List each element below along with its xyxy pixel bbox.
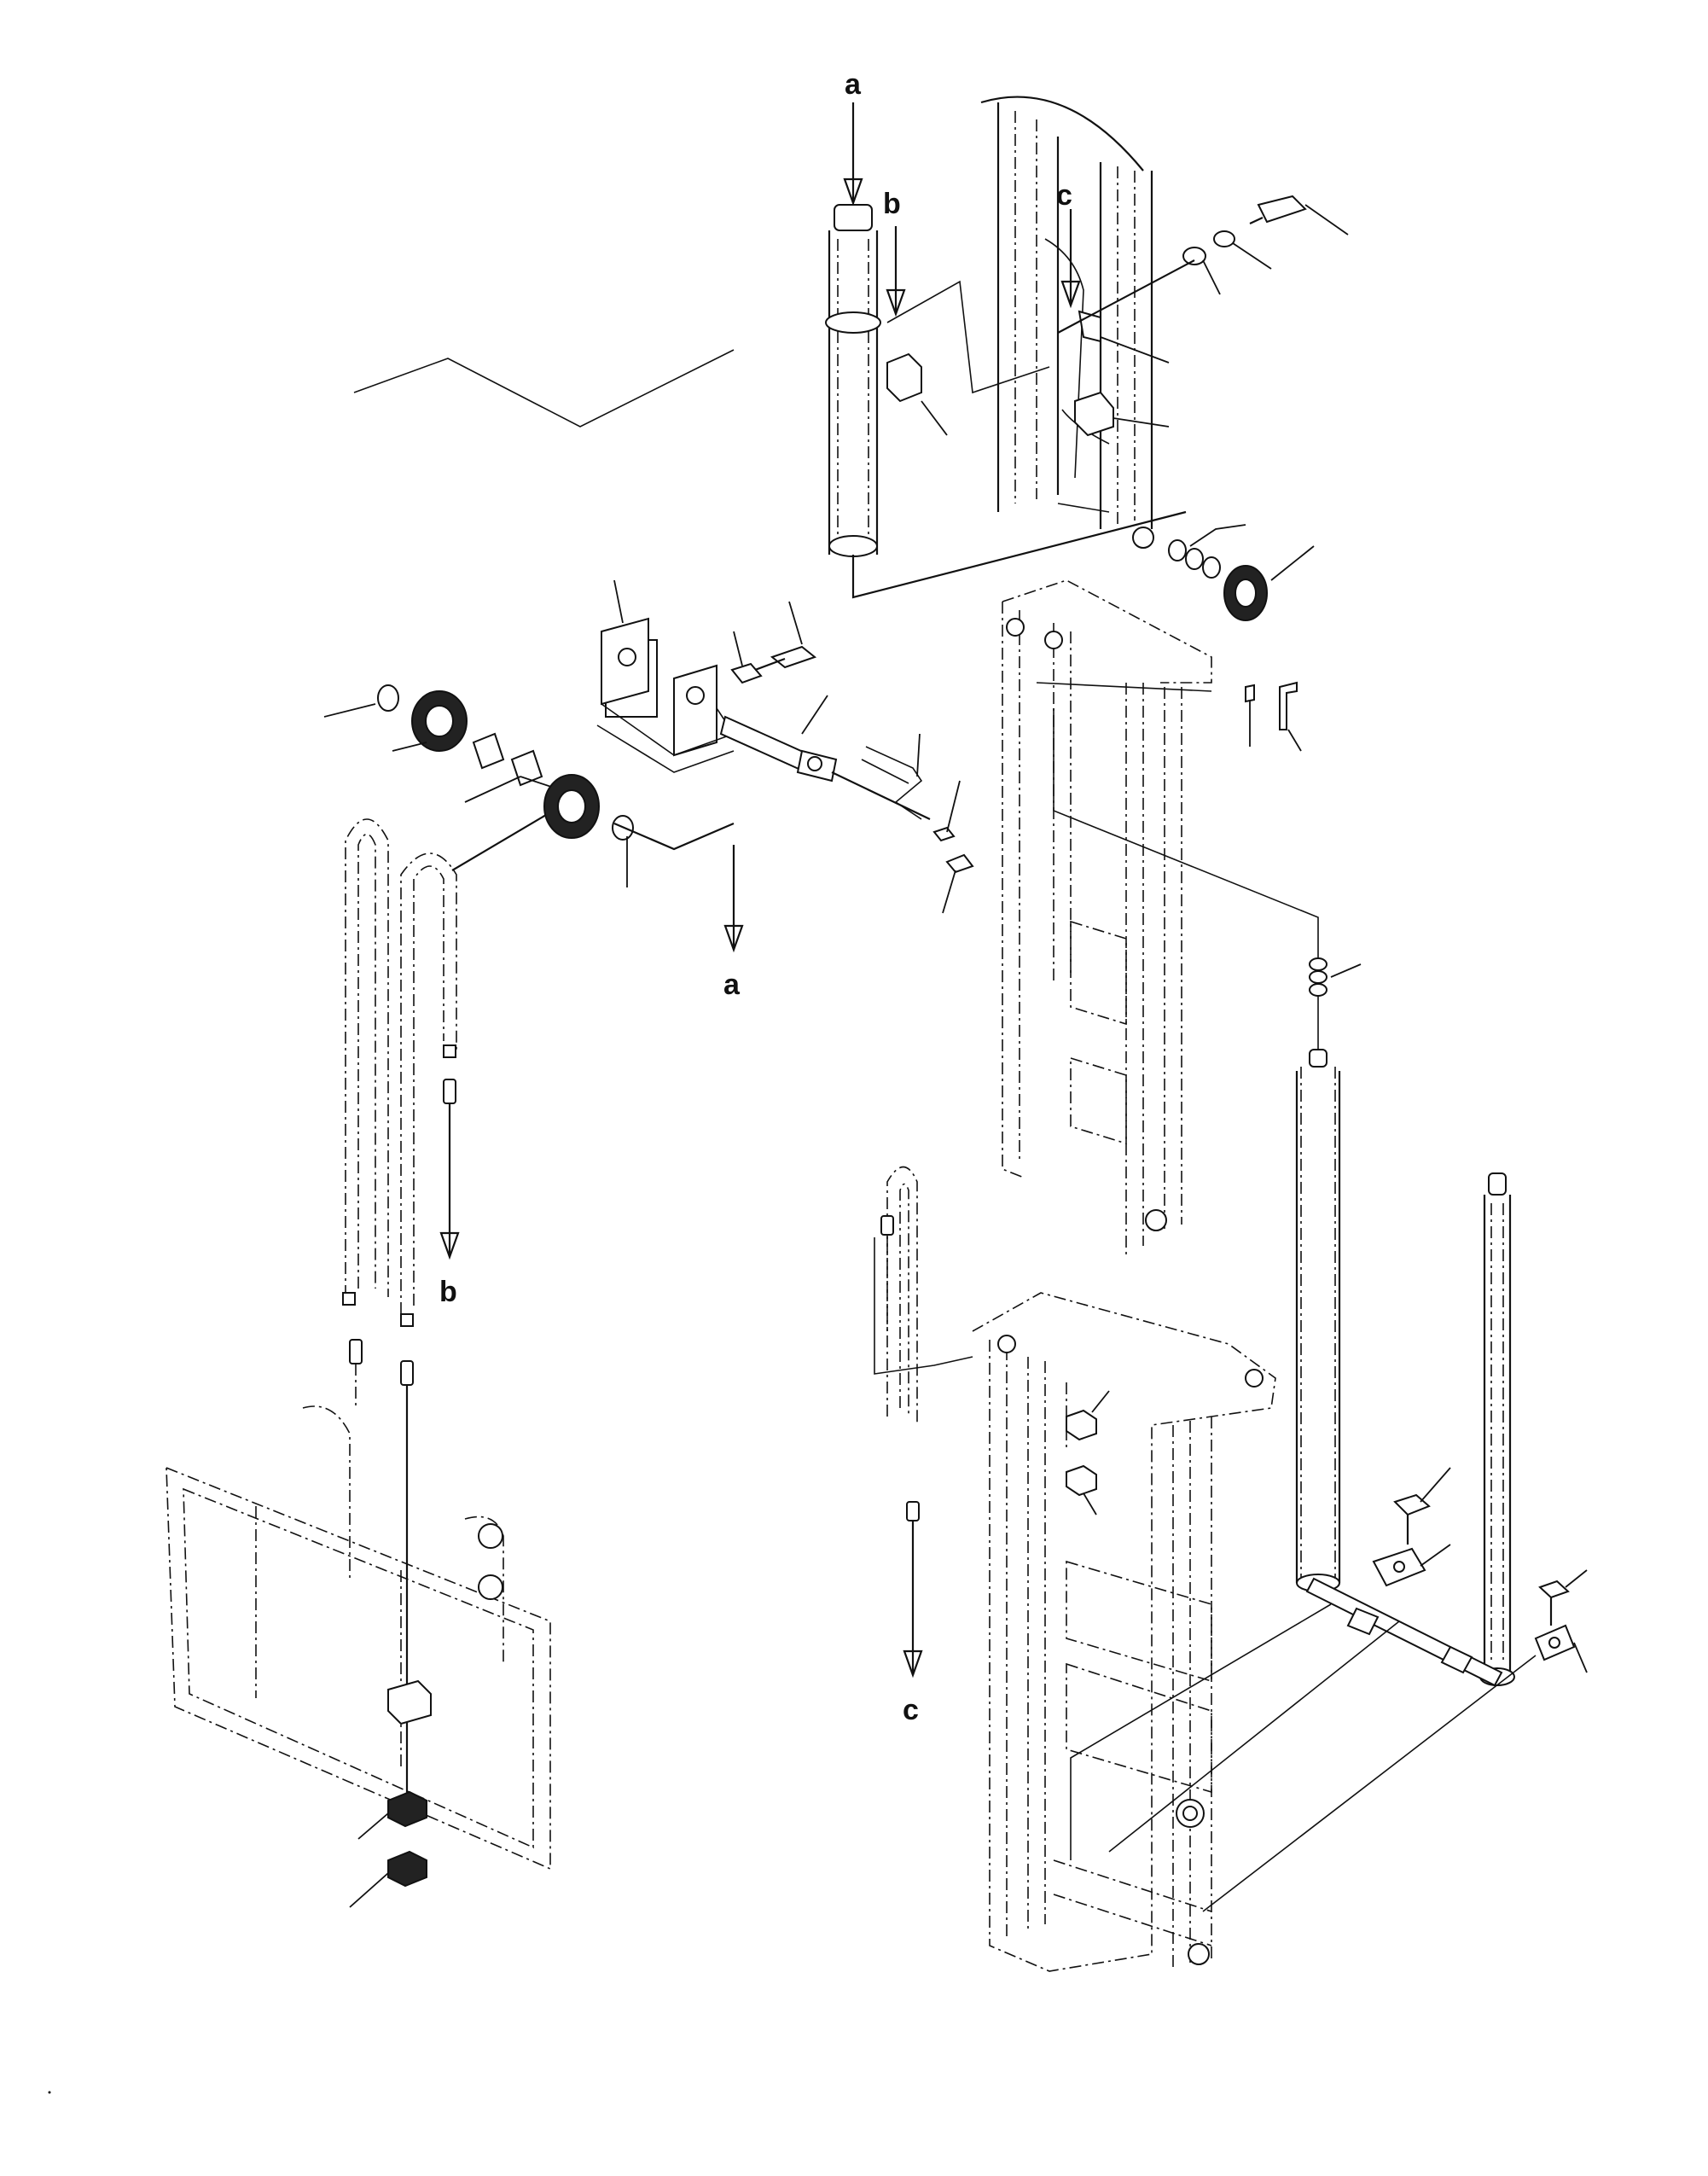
arrow-a-top: a — [843, 68, 863, 207]
pulley-bracket-assembly — [353, 349, 974, 914]
tie-rod-and-brackets — [1070, 1467, 1588, 1912]
ref-label-a-top: a — [845, 68, 862, 101]
outer-mast-frame — [972, 1292, 1276, 1972]
ref-label-b-top: b — [883, 188, 901, 220]
ref-label-b-mid: b — [439, 1276, 457, 1308]
ref-label-c-bottom: c — [903, 1694, 919, 1726]
sheaves-and-bushings — [323, 684, 735, 887]
fork-carriage — [166, 1339, 551, 1908]
inner-mast-frame — [1002, 579, 1319, 1254]
arrow-b-mid: b — [439, 1079, 460, 1308]
ref-label-a-mid: a — [723, 969, 741, 1001]
arrow-c-bottom: c — [903, 1521, 923, 1726]
ref-label-c-top: c — [1056, 179, 1072, 212]
arrow-a-mid: a — [723, 845, 744, 1001]
lift-chain-right — [874, 1166, 973, 1521]
arrow-c-top: c — [1056, 179, 1081, 309]
upper-lift-cylinder — [825, 204, 1187, 599]
lift-chains — [342, 818, 457, 1327]
upper-mast-assembly — [980, 96, 1153, 529]
upper-hardware — [886, 195, 1349, 621]
arrow-b-top: b — [883, 188, 906, 317]
speck — [48, 2091, 51, 2094]
